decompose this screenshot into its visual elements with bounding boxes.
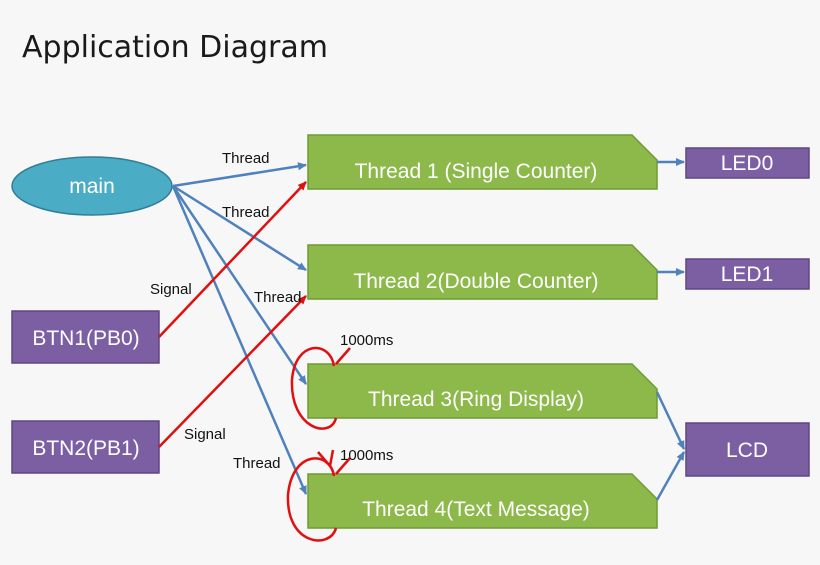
edge-thread3-lcd bbox=[655, 391, 686, 450]
edge-main-thread2 bbox=[172, 184, 307, 272]
btn1-label: BTN1(PB0) bbox=[32, 327, 139, 350]
edge-label-thread-2: Thread bbox=[222, 204, 270, 221]
edge-thread4-lcd bbox=[655, 451, 686, 501]
btn2-box bbox=[11, 420, 160, 474]
thread3-label: Thread 3(Ring Display) bbox=[368, 388, 584, 411]
loop-thread4-arrowhead bbox=[317, 449, 335, 469]
edge-label-signal-2: Signal bbox=[184, 426, 226, 443]
thread1-label: Thread 1 (Single Counter) bbox=[355, 160, 598, 183]
edge-main-thread1 bbox=[172, 162, 307, 188]
edge-main-thread4 bbox=[171, 185, 308, 495]
loop-label-thread4: 1000ms bbox=[340, 447, 393, 464]
loop-thread3-tick bbox=[335, 347, 351, 365]
thread2-label: Thread 2(Double Counter) bbox=[353, 270, 598, 293]
loop-label-thread3: 1000ms bbox=[340, 332, 393, 349]
thread3-box bbox=[307, 363, 658, 419]
led0-label: LED0 bbox=[721, 152, 774, 175]
thread1-box bbox=[307, 134, 658, 190]
lcd-label: LCD bbox=[726, 439, 768, 462]
edge-label-thread-1: Thread bbox=[222, 150, 270, 167]
thread4-label: Thread 4(Text Message) bbox=[362, 498, 590, 521]
edge-label-thread-3: Thread bbox=[254, 289, 302, 306]
btn2-label: BTN2(PB1) bbox=[32, 437, 139, 460]
main-label: main bbox=[69, 175, 115, 198]
diagram-title: Application Diagram bbox=[22, 30, 328, 65]
edge-btn2-thread2 bbox=[158, 295, 307, 448]
loop-thread3 bbox=[290, 346, 338, 430]
edge-label-thread-4: Thread bbox=[233, 455, 281, 472]
led0-box bbox=[685, 147, 810, 179]
loop-thread4-tick bbox=[335, 457, 351, 475]
lcd-box bbox=[685, 422, 810, 477]
edge-main-thread3 bbox=[171, 185, 308, 385]
thread4-box bbox=[307, 473, 658, 529]
thread2-box bbox=[307, 244, 658, 300]
main-ellipse bbox=[11, 156, 173, 216]
loop-thread4 bbox=[286, 457, 338, 542]
edge-btn1-thread1 bbox=[158, 181, 307, 338]
led1-box bbox=[685, 258, 810, 290]
edge-label-signal-1: Signal bbox=[150, 281, 192, 298]
led1-label: LED1 bbox=[721, 263, 774, 286]
